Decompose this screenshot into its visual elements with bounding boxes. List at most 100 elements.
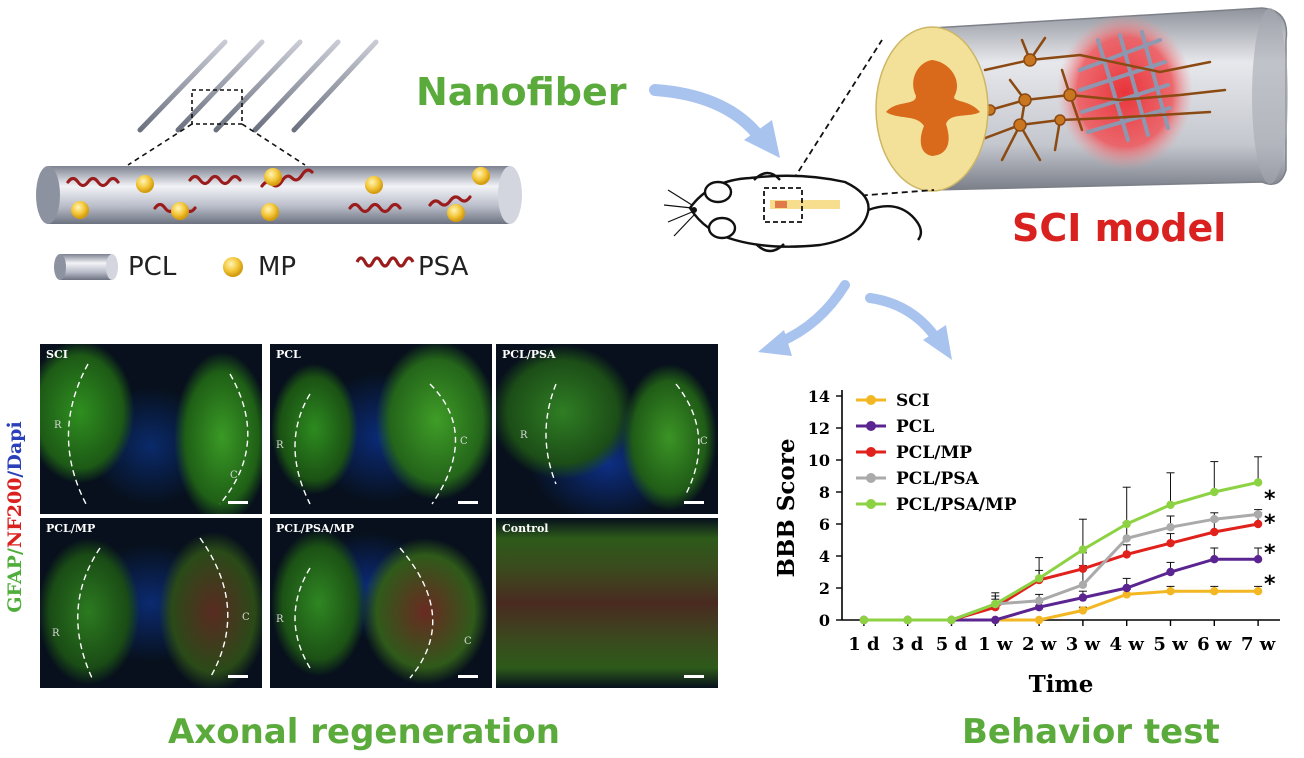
caudal-marker: C: [242, 612, 250, 623]
data-point: [859, 615, 869, 625]
data-point: [1078, 545, 1088, 554]
data-point: [1166, 500, 1175, 509]
rostral-marker: R: [276, 440, 284, 451]
y-tick-label: 14: [808, 387, 830, 406]
data-point: [1078, 580, 1088, 589]
data-point: [1078, 564, 1088, 573]
data-point: [903, 615, 912, 625]
mesh: [117, 39, 408, 133]
zoom-box: [191, 89, 243, 125]
data-point: [1166, 567, 1175, 577]
x-tick-label: 1 w: [978, 634, 1013, 655]
stain-label: GFAP/NF200/Dapi: [0, 344, 30, 690]
data-point: [1166, 587, 1175, 596]
y-tick-label: 6: [819, 515, 830, 534]
panel-label: PCL/MP: [46, 522, 96, 535]
mouse-zoom-box: [763, 187, 803, 223]
series-line-pcl-mp: [863, 522, 1259, 622]
scale-bar: [228, 675, 248, 678]
gfap-label: GFAP: [4, 555, 26, 613]
panel-label: PCL/PSA: [502, 348, 556, 361]
sci-model-title: SCI model: [1012, 206, 1227, 250]
series-line-pcl: [863, 557, 1259, 622]
data-point: [1253, 587, 1263, 596]
panel-label: SCI: [46, 348, 68, 361]
data-point: [1034, 596, 1044, 605]
x-tick-label: 5 w: [1153, 634, 1188, 655]
data-point: [1078, 606, 1088, 615]
data-point: [1253, 519, 1263, 529]
y-tick-label: 4: [819, 547, 830, 566]
behavior-title: Behavior test: [962, 712, 1220, 752]
legend-pcl-label: PCL: [128, 252, 177, 282]
x-tick-label: 1 d: [848, 634, 880, 655]
series-line-pcl-psa-mp: [863, 480, 1259, 622]
data-point: [947, 615, 956, 625]
rostral-marker: R: [52, 628, 60, 639]
mp-legend-icon: [223, 257, 243, 277]
scale-bar: [458, 675, 478, 678]
significance-star: *: [1264, 572, 1276, 597]
data-point: [1166, 539, 1175, 548]
legend-swatch-dot: [866, 421, 876, 431]
arrows-down: [758, 280, 952, 360]
nanofiber-schematic: [36, 39, 522, 280]
axonal-title: Axonal regeneration: [168, 712, 560, 752]
data-point: [1122, 583, 1131, 593]
sep-2: /: [4, 470, 26, 478]
arrow-to-mouse: [649, 84, 780, 158]
significance-star: *: [1264, 541, 1276, 566]
x-tick-label: 2 w: [1022, 634, 1057, 655]
y-axis-label: BBB Score: [773, 438, 800, 577]
scale-bar: [684, 501, 704, 504]
data-point: [1210, 515, 1219, 524]
rostral-marker: R: [520, 430, 528, 441]
dapi-label: Dapi: [4, 421, 26, 471]
x-tick-label: 3 d: [892, 634, 924, 655]
mp-particles: [71, 167, 490, 222]
legend-label: PCL: [896, 417, 934, 437]
data-point: [1253, 478, 1263, 487]
legend-swatch-dot: [866, 447, 876, 457]
x-axis-label: Time: [1029, 671, 1094, 698]
rostral-marker: R: [276, 614, 284, 625]
pcl-rod: [36, 166, 522, 224]
psa-legend-icon: [355, 256, 415, 268]
sep-1: /: [4, 548, 26, 556]
legend-label: PCL/MP: [896, 443, 972, 463]
data-point: [991, 599, 1000, 609]
mouse-icon: [688, 171, 923, 253]
data-point: [1166, 523, 1175, 532]
data-point: [1078, 593, 1088, 602]
legend-mp-label: MP: [258, 252, 297, 282]
micrograph-panel: Control: [496, 518, 718, 688]
micrograph-panel: PCL/MP R C: [40, 518, 262, 688]
y-tick-label: 10: [808, 451, 830, 470]
data-point: [1210, 587, 1219, 596]
y-tick-label: 0: [819, 611, 830, 630]
scale-bar: [228, 501, 248, 504]
y-tick-label: 12: [808, 419, 830, 438]
legend-label: PCL/PSA/MP: [896, 495, 1017, 515]
micrograph-panel: PCL/PSA R C: [496, 344, 718, 514]
data-point: [1122, 590, 1131, 599]
legend-label: PCL/PSA: [896, 469, 980, 489]
caudal-marker: C: [700, 436, 708, 447]
scale-bar: [458, 501, 478, 504]
micrograph-panel: PCL/PSA/MP R C: [270, 518, 492, 688]
data-point: [1122, 534, 1131, 543]
caudal-marker: C: [464, 636, 472, 647]
series-line-pcl-psa: [863, 512, 1259, 622]
x-tick-label: 6 w: [1197, 634, 1232, 655]
panel-label: PCL/PSA/MP: [276, 522, 354, 535]
data-point: [1210, 487, 1219, 497]
x-tick-label: 4 w: [1110, 634, 1145, 655]
data-point: [1253, 510, 1263, 519]
x-tick-label: 3 w: [1066, 634, 1101, 655]
x-tick-label: 7 w: [1241, 634, 1276, 655]
legend-psa-label: PSA: [418, 252, 469, 282]
pcl-legend-icon: [54, 254, 118, 280]
data-point: [1034, 574, 1044, 583]
